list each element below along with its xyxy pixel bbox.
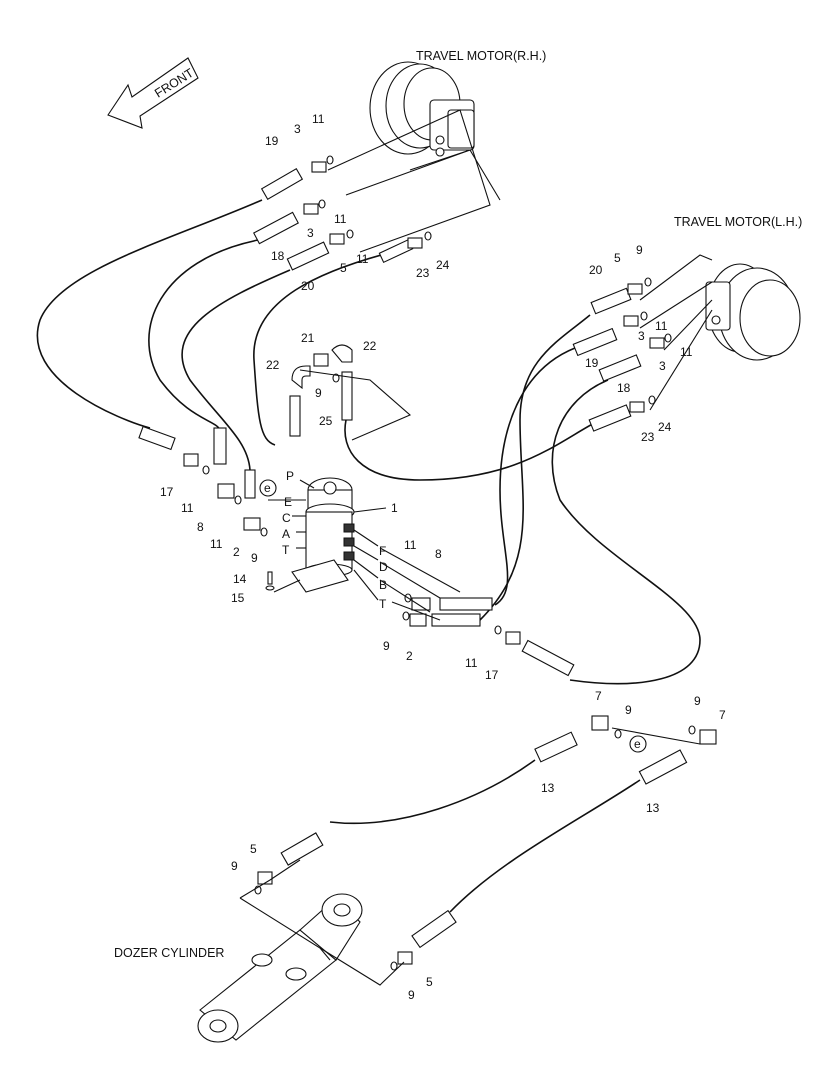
part-number: 18 <box>617 381 631 395</box>
travel-motor-lh <box>705 263 801 361</box>
part-number: 9 <box>315 386 322 400</box>
part-number: 9 <box>251 551 258 565</box>
part-number: 11 <box>312 112 325 126</box>
travel-motor-rh <box>369 61 475 157</box>
leader-lines <box>239 109 713 986</box>
part-number: 9 <box>636 243 643 257</box>
part-number: 1 <box>391 501 398 515</box>
part-number: 8 <box>197 520 204 534</box>
port-b: B <box>379 578 387 592</box>
callout-e-1: e <box>259 479 277 497</box>
part-number: 19 <box>585 356 599 370</box>
part-number: 13 <box>646 801 660 815</box>
svg-text:e: e <box>264 481 271 495</box>
part-number: 20 <box>589 263 603 277</box>
port-t-right: T <box>379 597 387 611</box>
part-number: 22 <box>266 358 280 372</box>
part-number: 24 <box>436 258 450 272</box>
hose-ends <box>138 168 688 949</box>
fittings <box>183 161 717 965</box>
part-number-labels: 1 2 2 3 3 3 3 5 5 5 5 7 7 8 8 9 9 9 9 9 … <box>160 112 726 1002</box>
part-number: 9 <box>231 859 238 873</box>
part-number: 23 <box>416 266 430 280</box>
part-number: 2 <box>233 545 240 559</box>
dozer-cylinder <box>197 893 363 1043</box>
part-number: 3 <box>307 226 314 240</box>
part-number: 11 <box>465 656 478 670</box>
part-number: 3 <box>659 359 666 373</box>
part-number: 14 <box>233 572 247 586</box>
port-e: E <box>284 495 292 509</box>
part-number: 3 <box>294 122 301 136</box>
part-number: 7 <box>595 689 602 703</box>
part-number: 11 <box>334 212 347 226</box>
part-number: 9 <box>625 703 632 717</box>
port-t-left: T <box>282 543 290 557</box>
part-number: 18 <box>271 249 285 263</box>
part-number: 11 <box>404 538 417 552</box>
part-number: 9 <box>694 694 701 708</box>
part-number: 22 <box>363 339 377 353</box>
part-number: 5 <box>426 975 433 989</box>
part-number: 13 <box>541 781 555 795</box>
part-number: 17 <box>160 485 174 499</box>
svg-text:e: e <box>634 737 641 751</box>
part-number: 20 <box>301 279 315 293</box>
part-number: 9 <box>383 639 390 653</box>
part-number: 15 <box>231 591 245 605</box>
part-number: 11 <box>680 345 693 359</box>
dozer-cylinder-title: DOZER CYLINDER <box>114 946 224 960</box>
part-number: 11 <box>181 501 194 515</box>
part-number: 24 <box>658 420 672 434</box>
travel-motor-rh-title: TRAVEL MOTOR(R.H.) <box>416 49 546 63</box>
part-number: 5 <box>250 842 257 856</box>
part-number: 5 <box>614 251 621 265</box>
o-rings <box>202 155 696 971</box>
hoses <box>36 199 701 913</box>
port-d: D <box>379 560 388 574</box>
part-number: 19 <box>265 134 279 148</box>
part-number: 9 <box>408 988 415 1002</box>
port-a: A <box>282 527 290 541</box>
part-number: 8 <box>435 547 442 561</box>
part-number: 11 <box>210 537 223 551</box>
part-number: 3 <box>638 329 645 343</box>
part-number: 2 <box>406 649 413 663</box>
port-p: P <box>286 469 294 483</box>
front-arrow: FRONT <box>107 57 199 129</box>
part-number: 11 <box>356 252 369 266</box>
port-c: C <box>282 511 291 525</box>
part-number: 21 <box>301 331 315 345</box>
port-f: F <box>379 544 386 558</box>
callout-e-2: e <box>629 735 647 753</box>
part-number: 23 <box>641 430 655 444</box>
part-number: 17 <box>485 668 499 682</box>
part-number: 7 <box>719 708 726 722</box>
swivel-joint <box>291 477 355 593</box>
part-number: 25 <box>319 414 333 428</box>
travel-motor-lh-title: TRAVEL MOTOR(L.H.) <box>674 215 802 229</box>
part-number: 11 <box>655 319 668 333</box>
part-number: 5 <box>340 261 347 275</box>
